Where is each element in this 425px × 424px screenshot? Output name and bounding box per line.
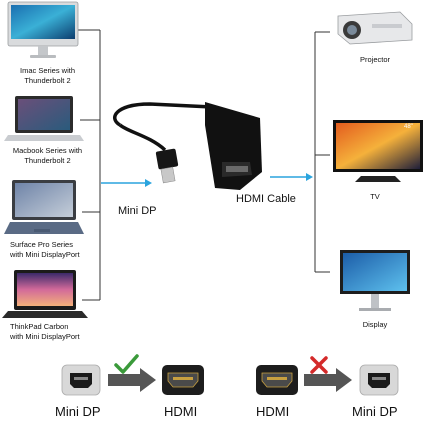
- source-label-surface: Surface Pro Series with Mini DisplayPort: [10, 240, 80, 259]
- output-label-display: Display: [362, 320, 388, 329]
- adapter-output-label: HDMI Cable: [236, 193, 296, 205]
- gray-arrow-2: [304, 368, 352, 392]
- macbook-icon: [4, 96, 84, 141]
- tv-size-label: 48": [404, 124, 413, 130]
- source-label-macbook: Macbook Series with Thunderbolt 2: [12, 146, 83, 165]
- direction-2-from-label: HDMI: [256, 404, 290, 419]
- check-icon: [114, 354, 139, 374]
- direction-1-to-label: HDMI: [164, 404, 198, 419]
- output-label-projector: Projector: [359, 55, 390, 64]
- mini-dp-port-icon-2: [359, 364, 399, 396]
- monitor-icon: [340, 250, 410, 311]
- cross-icon: [310, 356, 328, 374]
- imac-icon: [7, 1, 79, 58]
- mini-dp-plug-icon: [155, 148, 179, 184]
- hdmi-port-icon-2: [256, 365, 298, 395]
- mini-dp-port-icon: [61, 364, 101, 396]
- output-label-tv: TV: [370, 192, 380, 201]
- adapter-input-label: Mini DP: [118, 205, 157, 217]
- direction-1-from-label: Mini DP: [55, 404, 101, 419]
- surface-pro-icon: [4, 180, 84, 234]
- tv-icon: [333, 120, 423, 182]
- hdmi-housing-icon: [205, 102, 262, 190]
- flow-arrow-in: [101, 179, 152, 187]
- direction-2-to-label: Mini DP: [352, 404, 398, 419]
- flow-arrow-out: [270, 173, 313, 181]
- adapter-cable-icon: [113, 102, 262, 190]
- right-connector-lines: [314, 31, 330, 273]
- projector-icon: [337, 11, 413, 45]
- source-label-imac: Imac Series with Thunderbolt 2: [19, 66, 76, 85]
- gray-arrow-1: [108, 368, 156, 392]
- source-label-thinkpad: ThinkPad Carbon with Mini DisplayPort: [10, 322, 80, 341]
- hdmi-port-icon: [162, 365, 204, 395]
- left-connector-lines: [70, 29, 101, 301]
- thinkpad-icon: [2, 270, 88, 318]
